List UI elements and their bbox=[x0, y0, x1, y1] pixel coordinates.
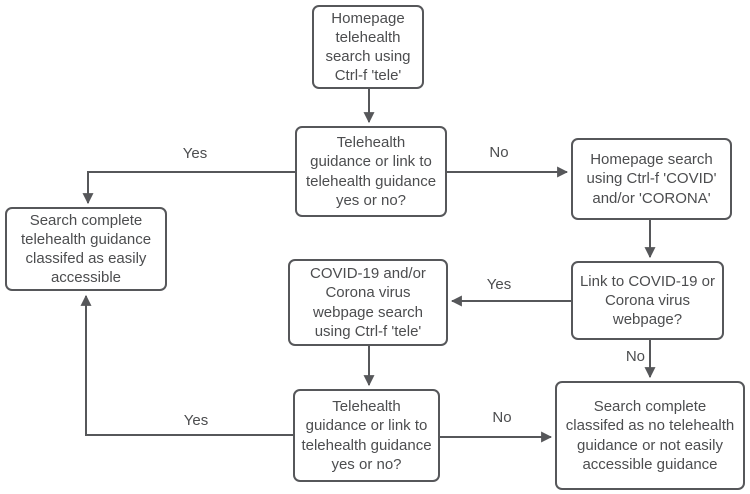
node-covid-webpage-link-question: Link to COVID-19 or Corona virus webpage… bbox=[571, 261, 724, 340]
node-homepage-telehealth-search: Homepage telehealth search using Ctrl-f … bbox=[312, 5, 424, 89]
node-telehealth-guidance-question-1: Telehealth guidance or link to telehealt… bbox=[295, 126, 447, 217]
node-search-complete-no-guidance: Search complete classifed as no teleheal… bbox=[555, 381, 745, 490]
node-telehealth-guidance-question-2: Telehealth guidance or link to telehealt… bbox=[293, 389, 440, 482]
edge-label-question-2-yes: Yes bbox=[183, 412, 209, 429]
node-covid-webpage-search: COVID-19 and/or Corona virus webpage sea… bbox=[288, 259, 448, 346]
edge-label-covid-link-no: No bbox=[625, 348, 645, 365]
edge-question-1-yes bbox=[82, 171, 295, 205]
edge-label-question-1-no: No bbox=[489, 144, 509, 161]
node-search-complete-easily-accessible: Search complete telehealth guidance clas… bbox=[5, 207, 167, 291]
edge-label-question-1-yes: Yes bbox=[182, 145, 208, 162]
edge-question-2-yes bbox=[80, 294, 293, 436]
edge-label-question-2-no: No bbox=[492, 409, 512, 426]
node-homepage-covid-search: Homepage search using Ctrl-f 'COVID' and… bbox=[571, 138, 732, 220]
edge-label-covid-link-yes: Yes bbox=[486, 276, 512, 293]
